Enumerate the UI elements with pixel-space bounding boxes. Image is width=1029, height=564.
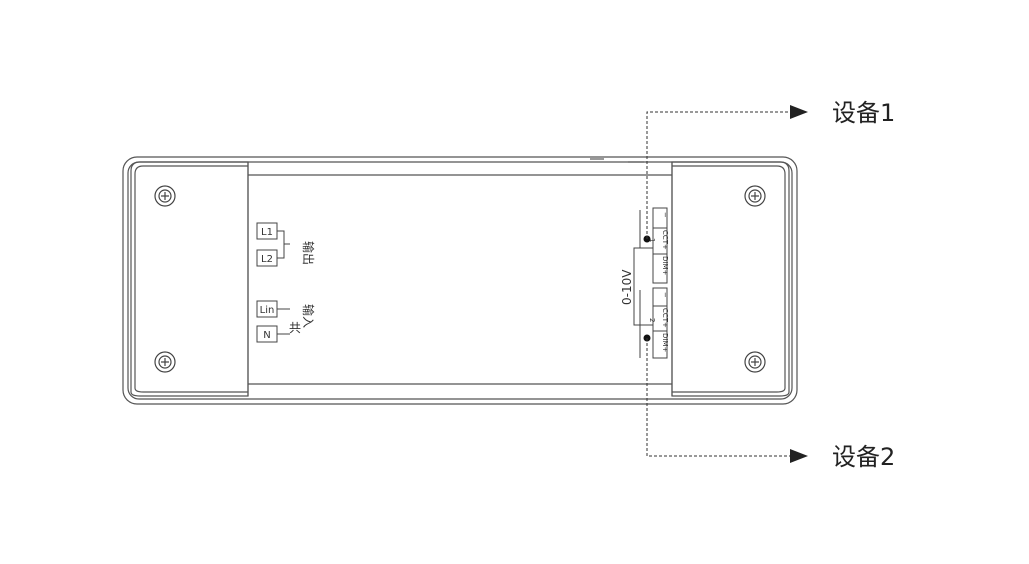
screw-icon [154,185,176,207]
block1-pin-cct: CCT+ [661,230,669,250]
block2-pin-cct: CCT+ [661,308,669,328]
right-end-cap [671,161,790,397]
block1-number: 1 [648,238,656,242]
block2-pin-dim: DIM+ [661,333,669,352]
block1-pin-dim: DIM+ [661,256,669,275]
common-label: 共 [289,321,301,335]
device1-label: 设备1 [832,99,895,127]
block2-number: 2 [648,318,656,322]
terminal-n: N [263,330,270,341]
terminal-l1: L1 [261,227,273,238]
input-label: 输入 [301,304,316,328]
leader-lines [646,111,790,457]
screw-icon [744,185,766,207]
right-terminals: − CCT+ DIM+ 1 − CCT+ DIM+ 2 0-10V [620,207,669,359]
input-terminals: Lin N 输入 共 [256,300,316,343]
block2-pin-minus: − [661,292,669,298]
left-end-cap [130,161,249,397]
output-terminals: L1 L2 输出 [256,222,316,267]
terminal-l2: L2 [261,254,273,265]
housing [122,156,798,405]
arrow-right-icon [790,105,808,119]
block1-pin-minus: − [661,212,669,218]
output-label: 输出 [301,241,316,265]
group-label-0-10v: 0-10V [620,269,634,305]
arrow-right-icon [790,449,808,463]
screw-icon [744,351,766,373]
screw-icon [154,351,176,373]
device2-label: 设备2 [832,443,895,471]
terminal-lin: Lin [260,305,275,316]
